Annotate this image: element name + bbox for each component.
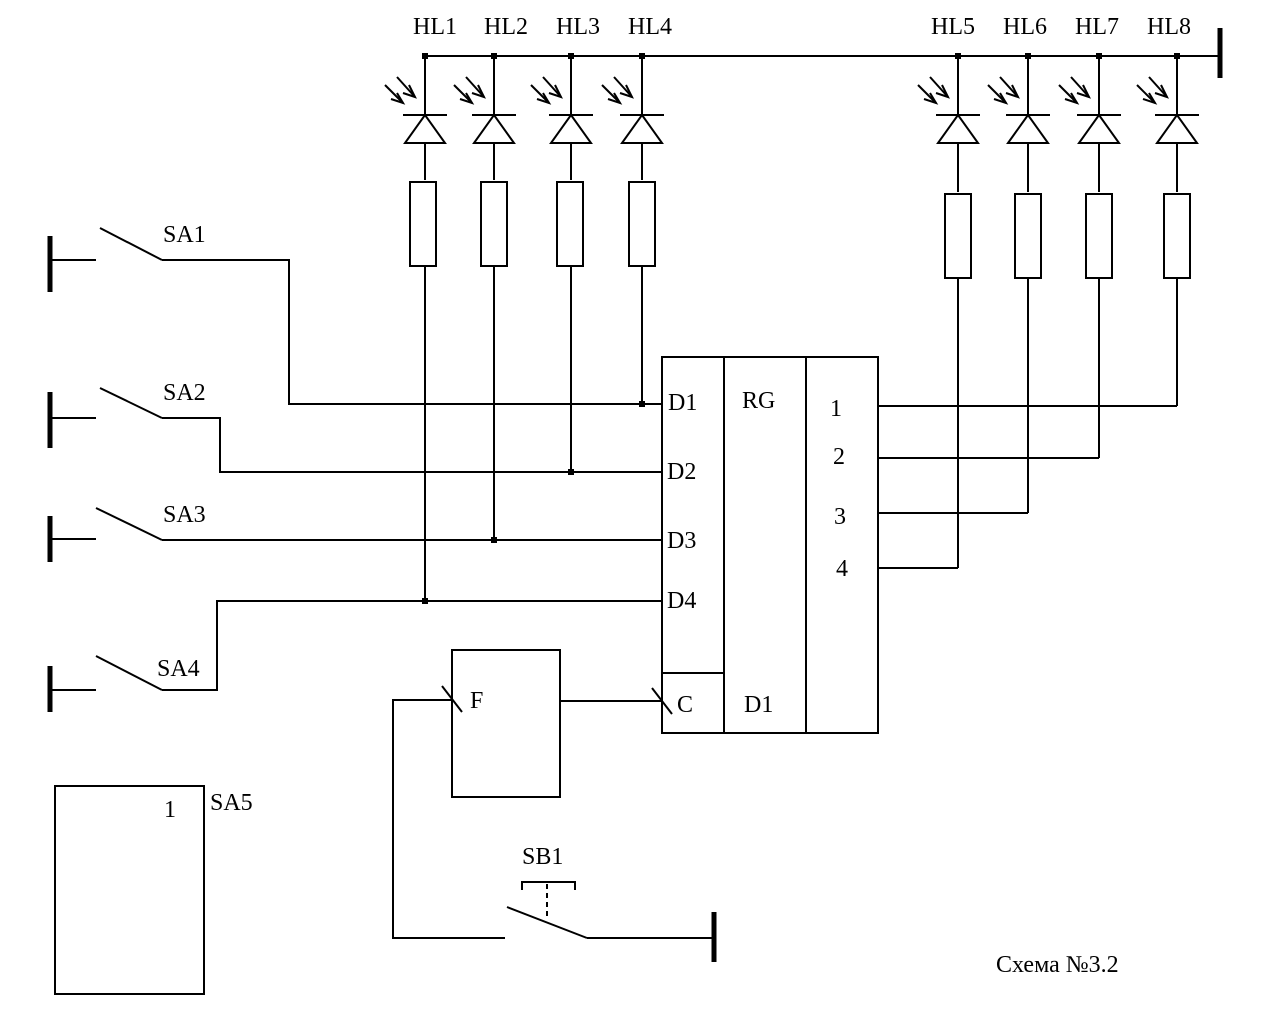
- switch-sa2: SA2: [47, 380, 662, 473]
- sa5-number: 1: [164, 797, 176, 823]
- register-input-label: D2: [667, 459, 696, 485]
- led-label: HL7: [1075, 14, 1119, 40]
- register-output-label: 1: [830, 396, 842, 422]
- button-label: SB1: [522, 844, 563, 870]
- register-input-label: D3: [667, 528, 696, 554]
- sa5-label: SA5: [210, 790, 253, 816]
- schematic-caption: Схема №3.2: [996, 952, 1119, 978]
- sa5-block: 1 SA5: [54, 785, 253, 995]
- bus-junctions: [422, 53, 1180, 59]
- pulse-shaper-label: F: [470, 688, 483, 714]
- switch-sa3: SA3: [47, 502, 662, 562]
- register-label: RG: [742, 388, 775, 414]
- resistor: [556, 181, 584, 267]
- resistor: [1163, 193, 1191, 279]
- led-label: HL8: [1147, 14, 1191, 40]
- resistor: [1014, 193, 1042, 279]
- led-label: HL3: [556, 14, 600, 40]
- led-label: HL6: [1003, 14, 1047, 40]
- register-input-label: D4: [667, 588, 696, 614]
- led-label: HL1: [413, 14, 457, 40]
- register-name-label: D1: [744, 692, 773, 718]
- led-group-2: [917, 56, 1200, 568]
- resistor: [480, 181, 508, 267]
- register-output-label: 3: [834, 504, 846, 530]
- input-junctions: [422, 401, 645, 604]
- register-output-label: 4: [836, 556, 848, 582]
- resistor: [1085, 193, 1113, 279]
- resistor: [409, 181, 437, 267]
- led-group-1: [384, 56, 665, 602]
- button-sb1: SB1: [392, 699, 717, 962]
- led-label: HL5: [931, 14, 975, 40]
- register-input-label: D1: [668, 390, 697, 416]
- switch-label: SA4: [157, 656, 200, 682]
- pulse-shaper-f: F: [441, 649, 673, 798]
- switch-label: SA3: [163, 502, 206, 528]
- led-label: HL2: [484, 14, 528, 40]
- switch-sa4: SA4: [47, 600, 662, 712]
- output-wires: [878, 405, 1177, 569]
- resistor: [628, 181, 656, 267]
- resistor: [944, 193, 972, 279]
- switch-label: SA2: [163, 380, 206, 406]
- register-output-label: 2: [833, 444, 845, 470]
- led-labels: HL1 HL2 HL3 HL4 HL5 HL6 HL7 HL8: [413, 14, 1191, 40]
- switch-label: SA1: [163, 222, 206, 248]
- led-label: HL4: [628, 14, 672, 40]
- switch-sa1: SA1: [47, 222, 662, 405]
- register-clock-label: C: [677, 692, 693, 718]
- register-rg: RG D1 D2 D3 D4 C D1 1 2 3 4: [661, 356, 879, 734]
